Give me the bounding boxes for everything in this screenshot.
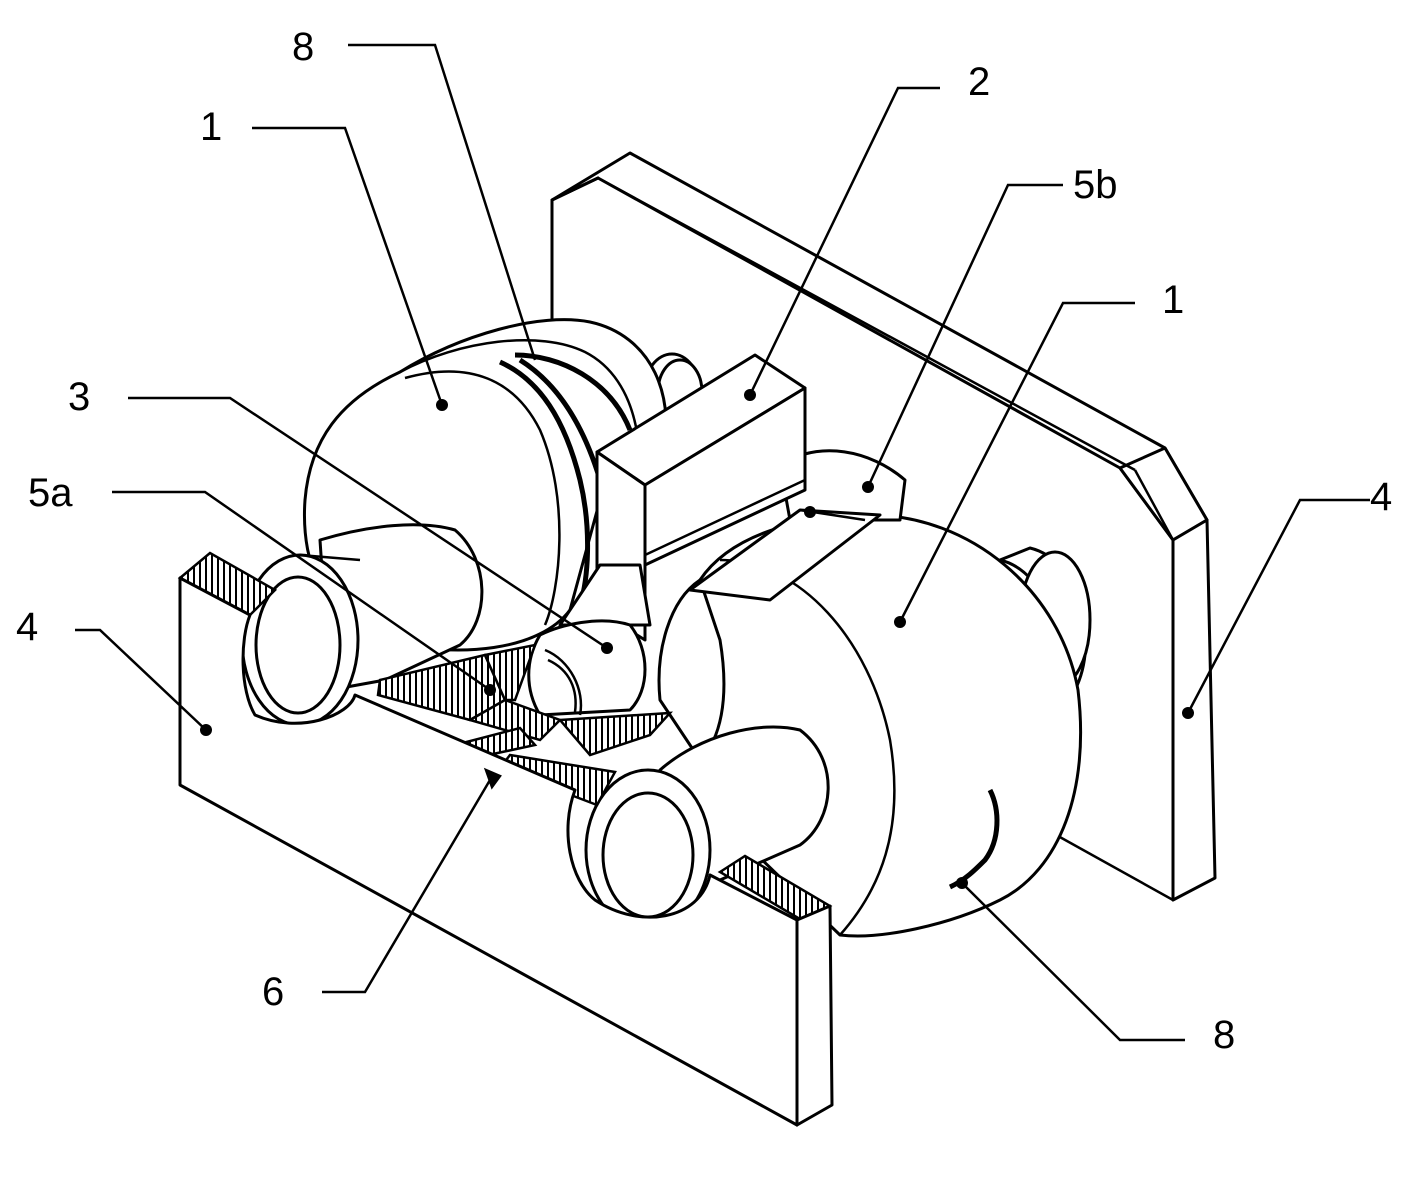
label-plate-left: 4	[16, 605, 38, 649]
workpiece-3	[527, 563, 652, 717]
label-bar: 2	[968, 60, 990, 104]
label-roll-left: 1	[200, 105, 222, 149]
back-plate	[550, 151, 1217, 902]
label-seam: 6	[262, 970, 284, 1014]
label-ring-top: 8	[292, 25, 314, 69]
leader-lines	[75, 43, 1370, 1042]
label-ring-bottom: 8	[1213, 1013, 1235, 1057]
label-plate-right: 4	[1370, 475, 1392, 519]
label-guide-right: 5b	[1073, 163, 1118, 207]
shaft-right	[584, 725, 830, 932]
shaft-left	[240, 523, 484, 727]
front-plate	[177, 551, 834, 1127]
label-roll-right: 1	[1162, 278, 1184, 322]
label-guide-left: 5a	[28, 471, 73, 515]
label-workpiece: 3	[68, 375, 90, 419]
